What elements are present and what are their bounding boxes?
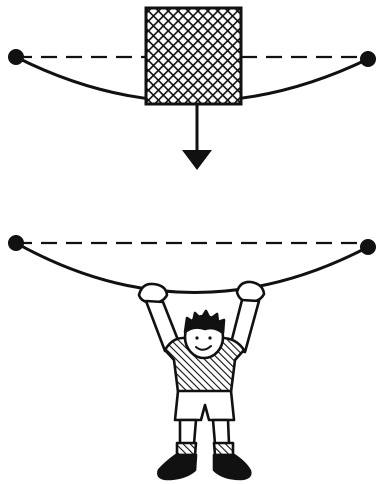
right-sock: [214, 443, 233, 455]
left-sock: [177, 443, 196, 455]
anchor-dot-left: [8, 49, 24, 65]
arrow-down-icon: [182, 150, 212, 170]
panel-rope-with-weight: [8, 8, 376, 170]
left-leg: [180, 420, 196, 444]
right-shoe: [214, 455, 250, 479]
anchor-dot-left: [8, 235, 24, 251]
left-shoe: [158, 455, 196, 479]
boy-shorts: [175, 391, 234, 420]
right-hand: [237, 282, 264, 302]
panel-boy-hanging: [8, 235, 376, 479]
anchor-dot-right: [360, 51, 376, 67]
hatched-weight-block: [146, 8, 241, 104]
anchor-dot-right: [360, 239, 376, 255]
boy-eye-right: [208, 336, 211, 339]
right-leg: [213, 420, 229, 444]
hanging-boy: [139, 282, 264, 479]
boy-eye-left: [195, 336, 198, 339]
boy-hair: [185, 311, 224, 333]
sagging-rope: [16, 243, 368, 293]
